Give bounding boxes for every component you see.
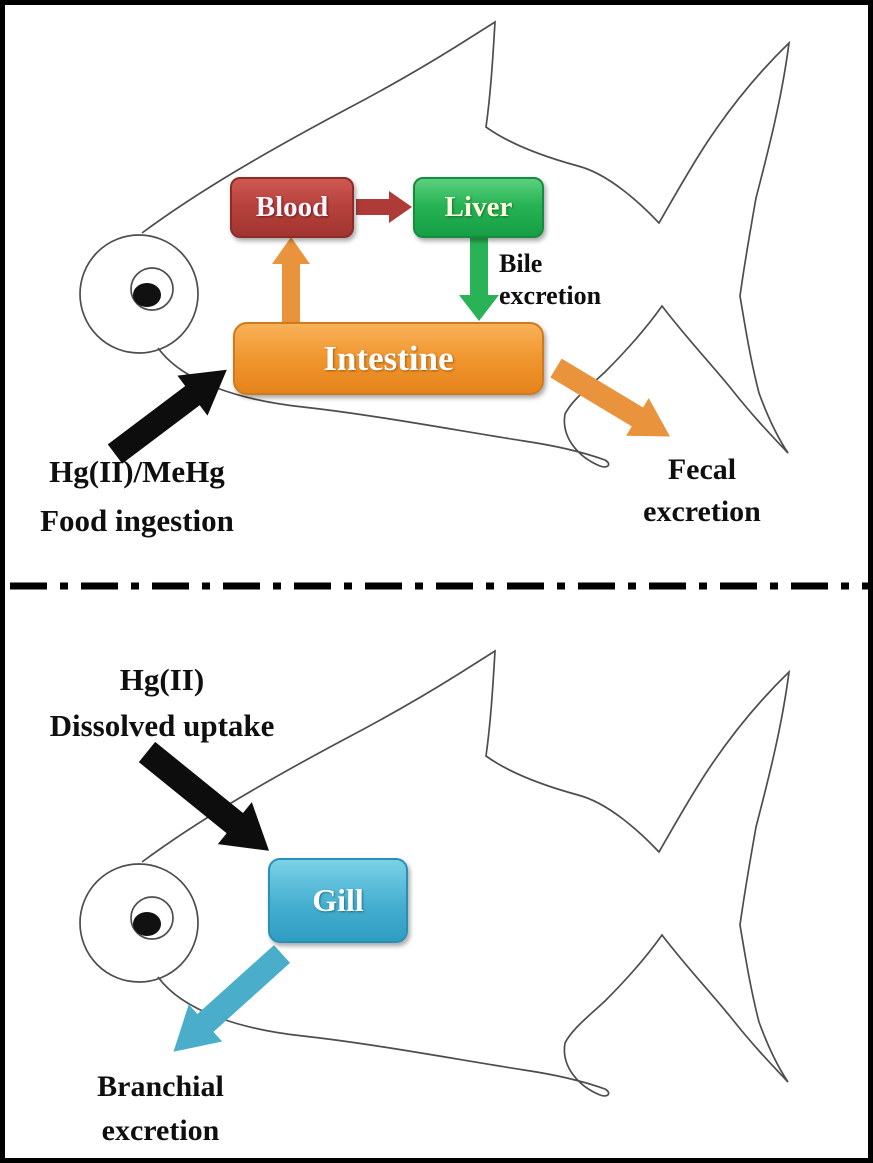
fecal-excretion-label: Fecal excretion (602, 449, 802, 533)
branchial-excretion-label: Branchial excretion (58, 1065, 263, 1153)
fecal-excretion-arrow (550, 358, 671, 437)
liver-box: Liver (413, 177, 544, 238)
bile-excretion-label-line2: excretion (499, 281, 602, 310)
intestine-box: Intestine (233, 322, 544, 395)
blood-to-liver-arrow (356, 191, 412, 223)
diagram-canvas (10, 21, 868, 1097)
branchial-excretion-arrow (173, 945, 291, 1052)
bottom-panel-arrows (138, 741, 291, 1052)
dissolved-uptake-label-line2: Dissolved uptake (49, 708, 275, 743)
bile-excretion-label-line1: Bile (499, 249, 543, 278)
dissolved-uptake-label-line1: Hg(II) (119, 662, 205, 697)
branchial-excretion-label-line2: excretion (101, 1114, 220, 1147)
food-ingestion-arrow (107, 369, 227, 464)
food-ingestion-label-line1: Hg(II)/MeHg (49, 454, 225, 489)
top-panel-arrows (107, 191, 671, 464)
bile-excretion-label: Bile excretion (499, 248, 601, 312)
dissolved-uptake-arrow (138, 741, 270, 851)
fecal-excretion-label-line2: excretion (643, 495, 761, 528)
dissolved-uptake-label: Hg(II) Dissolved uptake (17, 657, 307, 749)
branchial-excretion-label-line1: Branchial (97, 1070, 224, 1103)
intestine-to-blood-arrow (272, 237, 310, 323)
food-ingestion-label-line2: Food ingestion (40, 503, 234, 538)
fecal-excretion-label-line1: Fecal (667, 453, 737, 486)
gill-box: Gill (268, 858, 408, 943)
liver-to-intestine-bile-arrow (459, 238, 499, 321)
food-ingestion-label: Hg(II)/MeHg Food ingestion (7, 447, 267, 545)
blood-box: Blood (230, 177, 354, 238)
